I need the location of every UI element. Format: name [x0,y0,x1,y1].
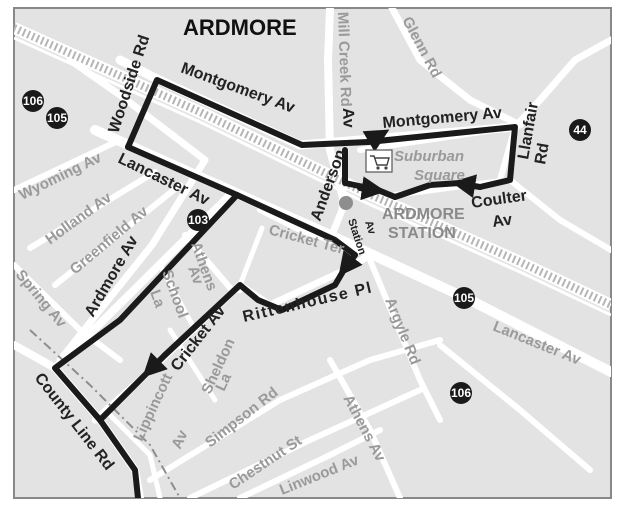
svg-text:103: 103 [188,213,208,227]
label-coulter-av: Av [491,211,513,231]
street-holland [27,169,158,251]
street-woodside [56,56,209,364]
bus-route [52,77,518,498]
svg-text:106: 106 [451,386,471,400]
secondary-railway [29,329,181,498]
label-suburban: Suburban [394,148,464,165]
route-badge-105-east[interactable]: 105 [453,287,475,309]
label-ardmore-station-2: STATION [388,225,456,242]
route-badge-106-nw[interactable]: 106 [22,90,44,112]
street-cricket-ter [257,207,333,243]
route-badge-106-se[interactable]: 106 [450,382,472,404]
street-cricket-ter-spur [237,225,265,288]
street-linwood [237,427,383,498]
svg-text:44: 44 [573,123,587,137]
label-station-av: Av [362,219,378,237]
street-athens-s [327,357,403,498]
street-simpson [147,337,443,483]
street-wyoming [14,137,123,193]
label-mill-creek-rd: Mill Creek Rd [334,12,354,108]
street-school [157,262,198,333]
route-badge-103[interactable]: 103 [187,209,209,231]
svg-text:105: 105 [454,291,474,305]
svg-text:106: 106 [23,94,43,108]
street-east-local [437,342,593,473]
label-square: Square [414,167,465,184]
street-greenfield [52,182,183,288]
street-spring [14,262,123,363]
street-llanfair [511,36,611,131]
label-sheldon-la: La [212,370,235,394]
map-title: ARDMORE [183,15,297,40]
label-ardmore-station-1: ARDMORE [382,206,465,223]
street-glenn [388,8,524,129]
street-lippincott [102,407,163,498]
label-lippincott-av: Av [168,427,192,452]
route-badge-105-nw[interactable]: 105 [46,107,68,129]
street-chestnut [187,387,423,498]
route-badge-44[interactable]: 44 [569,119,591,141]
label-llanfair-rd: Rd [532,142,552,166]
station-dot-icon [339,196,353,210]
svg-text:105: 105 [47,111,67,125]
label-athens-av-north-2: Av [184,264,207,288]
label-school-la: La [146,288,168,311]
shopping-cart-icon [365,149,393,173]
label-mill-creek-av: Av [339,108,357,129]
